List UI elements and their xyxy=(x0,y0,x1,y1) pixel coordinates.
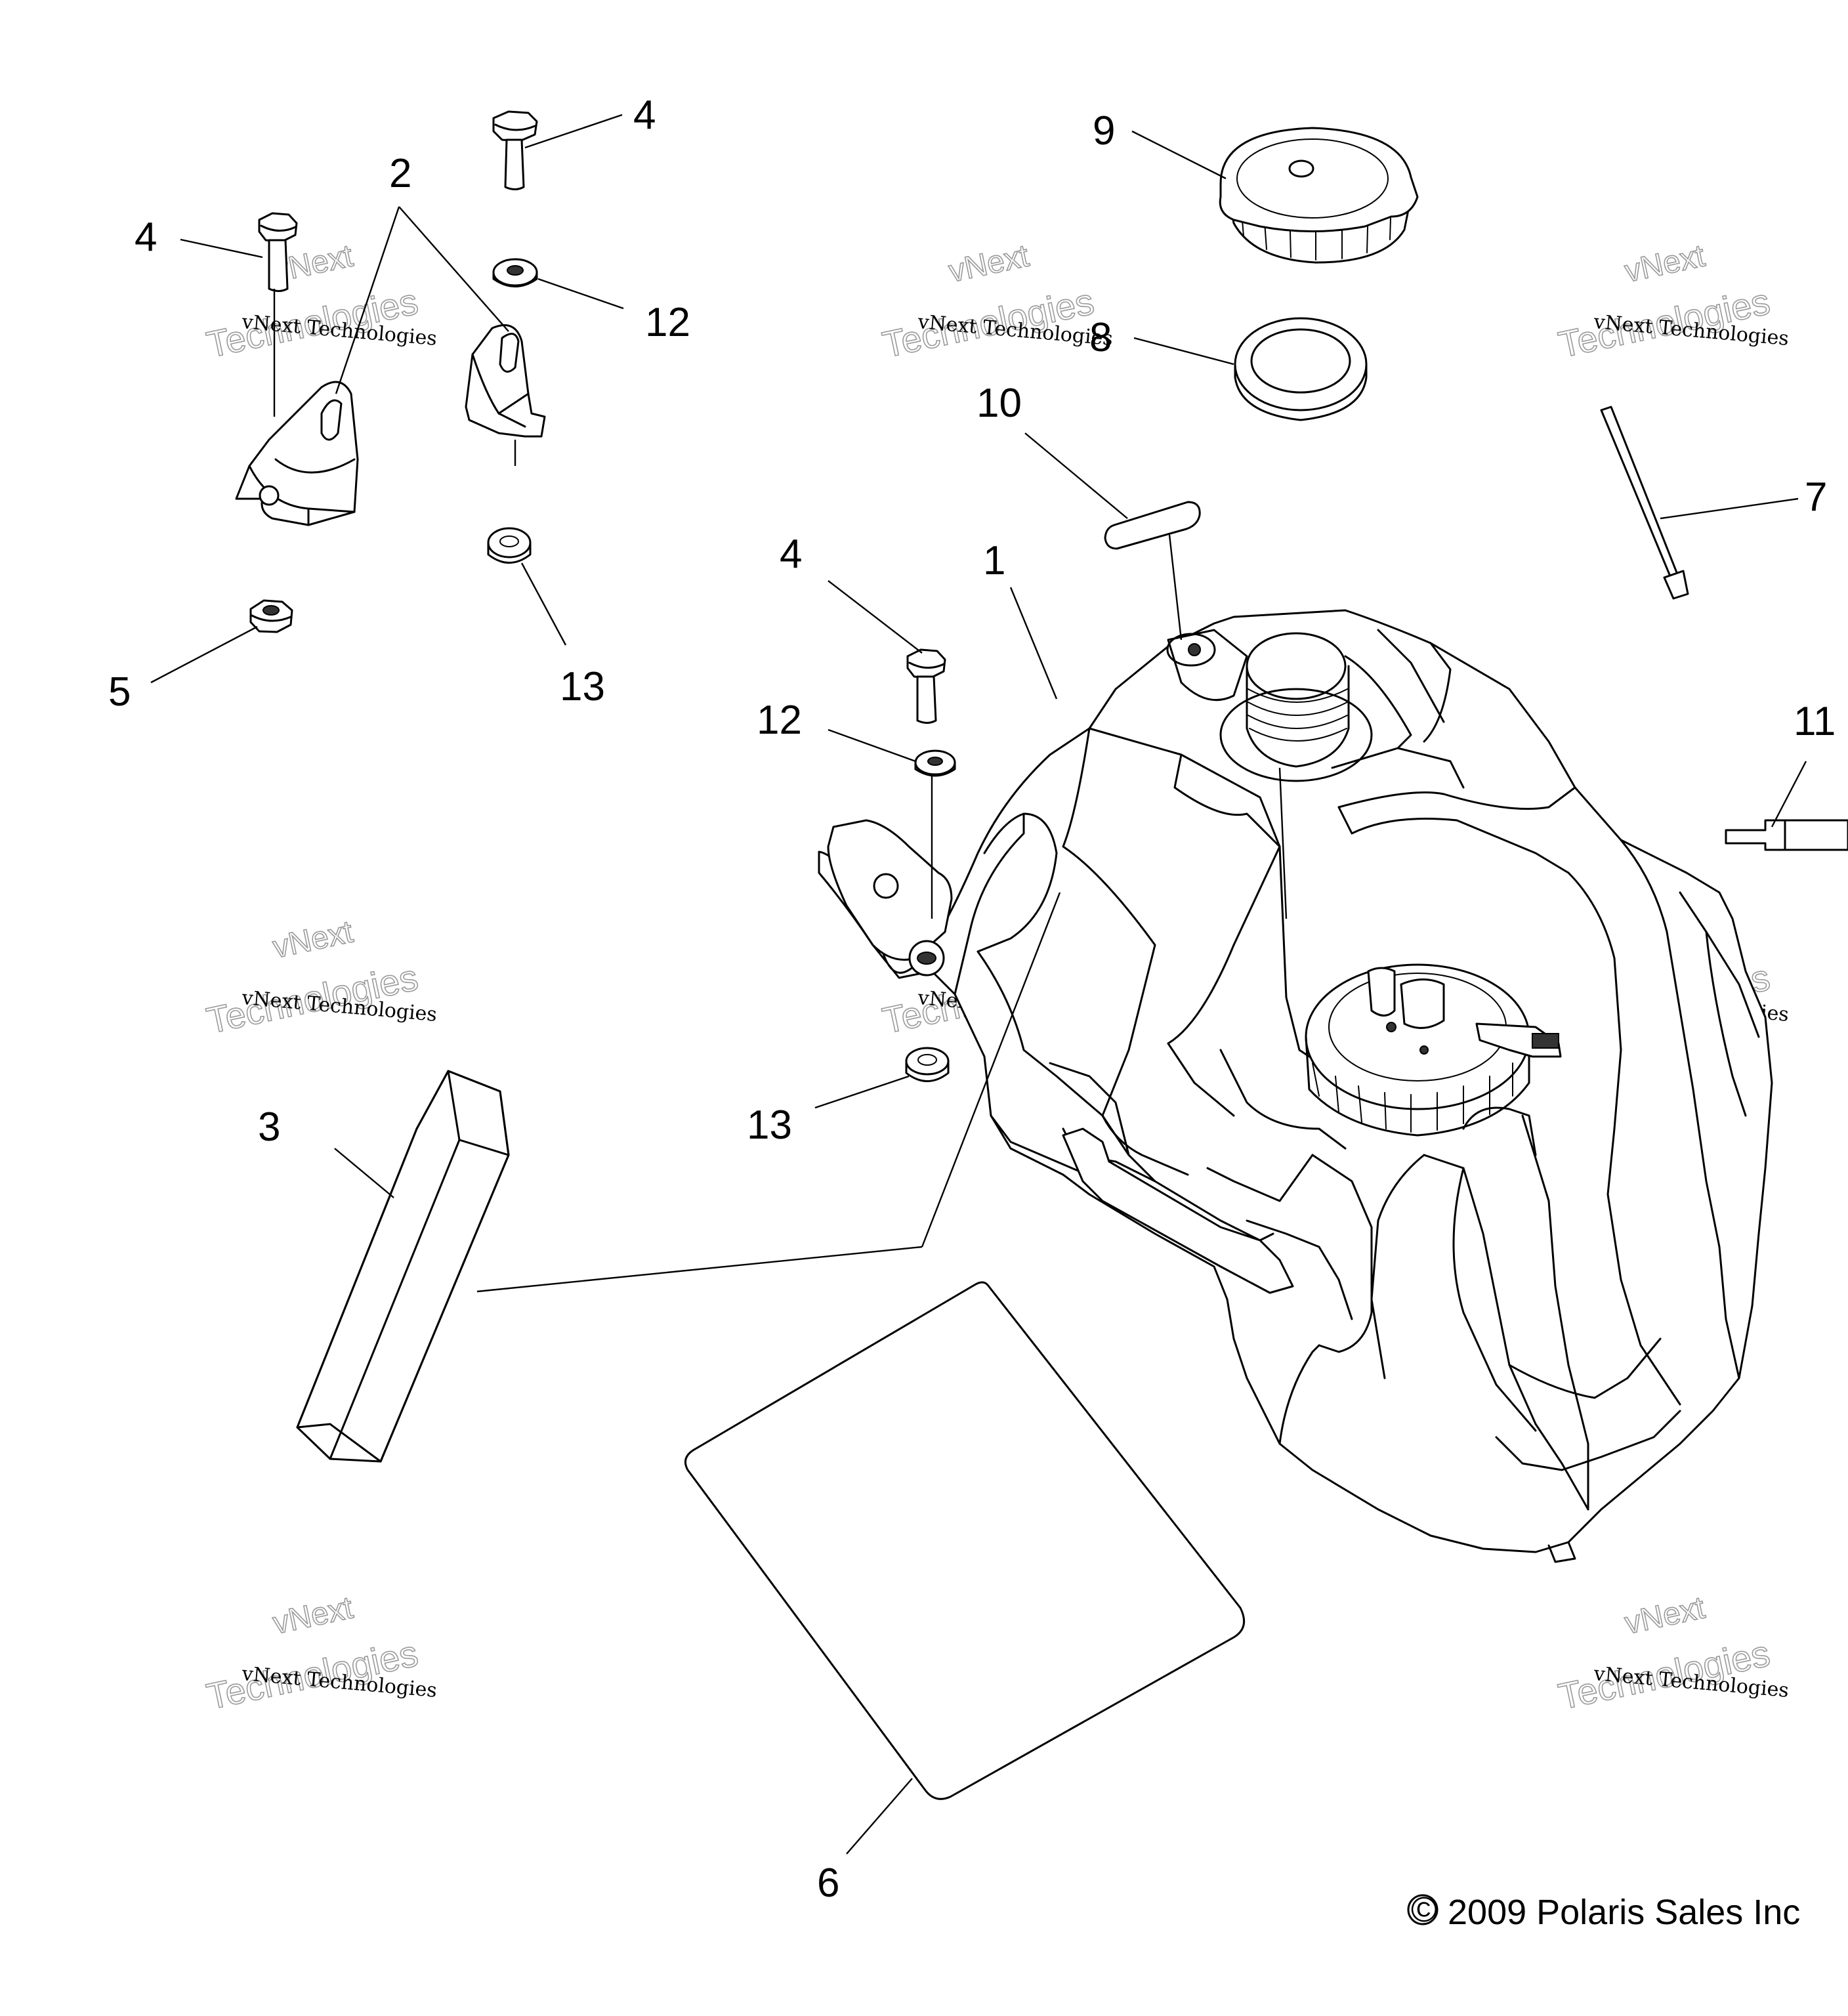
callout-12: 12 xyxy=(645,300,690,345)
callout-2: 2 xyxy=(389,151,411,196)
callout-8: 8 xyxy=(1089,315,1112,360)
bracket-left-hole xyxy=(259,485,280,506)
copyright-circle xyxy=(1407,1894,1438,1925)
part-11-hose xyxy=(1725,819,1848,851)
callout-6: 6 xyxy=(817,1860,839,1906)
tank-lower-flange xyxy=(1062,1127,1294,1294)
part-3-foam-strip xyxy=(296,1070,510,1463)
callout-labels: 4 2 4 12 5 13 9 8 10 7 4 1 12 11 13 3 6 xyxy=(108,93,1836,1906)
tank-fuel-pump-connector xyxy=(1532,1033,1559,1049)
callout-11: 11 xyxy=(1794,699,1836,744)
callout-12: 12 xyxy=(757,698,802,743)
part-2-bracket-right xyxy=(465,324,546,438)
tank-fuel-pump-marker xyxy=(1419,1045,1429,1055)
part-4-bolt-tank xyxy=(906,648,946,724)
watermark-outline-word: vNext xyxy=(270,914,356,965)
part-9-fuel-cap xyxy=(1219,127,1419,264)
part-10-pin xyxy=(1104,501,1201,550)
watermark-mid-left: vNext Technologies vNext Technologies xyxy=(203,914,438,1042)
watermark-outline-word: vNext xyxy=(270,1590,356,1641)
tank-tab-hole xyxy=(873,873,899,899)
part-7-tie-strap xyxy=(1600,406,1689,600)
part-2-bracket-left xyxy=(235,381,359,526)
callout-3: 3 xyxy=(258,1104,280,1150)
watermark-outline-word: vNext xyxy=(1622,238,1708,289)
tank-tab-hole-inner xyxy=(917,952,936,965)
watermark-top-right: vNext Technologies vNext Technologies xyxy=(1555,238,1790,366)
part-6-pad xyxy=(684,1281,1246,1800)
callout-4: 4 xyxy=(633,93,656,138)
tank-bottom-outlet xyxy=(1547,1541,1576,1563)
callout-7: 7 xyxy=(1805,474,1827,520)
callout-13: 13 xyxy=(747,1102,792,1148)
copyright-notice: © 2009 Polaris Sales Inc xyxy=(1407,1890,1800,1932)
callout-13: 13 xyxy=(560,664,605,709)
tank-vent-boss-center xyxy=(1188,643,1201,656)
leader-lines xyxy=(150,114,1807,1855)
part-4-bolt-top xyxy=(492,110,538,190)
part-13-grommet-top xyxy=(487,527,532,564)
watermark-top-center: vNext Technologies vNext Technologies xyxy=(879,238,1114,366)
part-5-nut xyxy=(249,599,293,633)
callout-10: 10 xyxy=(976,381,1022,426)
watermark-bottom-right: vNext Technologies vNext Technologies xyxy=(1555,1590,1790,1718)
callout-9: 9 xyxy=(1093,108,1115,154)
callout-4: 4 xyxy=(135,215,157,260)
tank-fuel-pump-marker xyxy=(1386,1022,1396,1032)
copyright-text: 2009 Polaris Sales Inc xyxy=(1448,1893,1800,1932)
part-12-washer-tank xyxy=(914,749,956,777)
copyright-symbol: © xyxy=(1411,1890,1437,1929)
part-1-fuel-tank xyxy=(818,609,1773,1563)
callout-4: 4 xyxy=(780,532,802,577)
part-4-bolt-left xyxy=(258,212,298,292)
watermark-top-left: vNext Technologies vNext Technologies xyxy=(203,238,438,366)
callout-1: 1 xyxy=(983,538,1005,583)
part-8-gasket xyxy=(1234,317,1368,421)
callout-5: 5 xyxy=(108,669,131,715)
watermark-outline-word: vNext xyxy=(946,238,1032,289)
part-12-washer-top xyxy=(492,258,538,287)
part-13-grommet-tank xyxy=(905,1047,950,1082)
watermark-bottom-left: vNext Technologies vNext Technologies xyxy=(203,1590,438,1718)
tank-fuel-pump xyxy=(1305,963,1562,1137)
watermark-outline-word: vNext xyxy=(1622,1590,1708,1641)
tank-fill-neck xyxy=(1219,632,1373,782)
